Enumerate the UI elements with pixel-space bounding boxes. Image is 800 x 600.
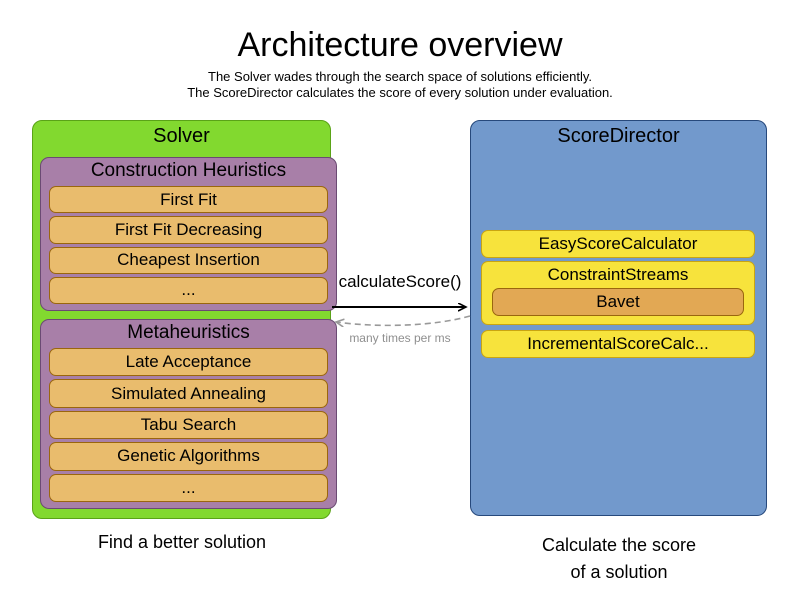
metaheuristic-item: Simulated Annealing [49,379,328,408]
scoredirector-caption: Calculate the score of a solution [470,532,768,586]
easy-score-calculator-item: EasyScoreCalculator [481,230,755,258]
constraint-streams-label: ConstraintStreams [547,265,689,284]
scoredirector-caption-line2: of a solution [570,562,668,582]
page-title: Architecture overview [237,26,563,64]
calculate-score-arrow-label: calculateScore() [338,272,462,291]
return-dashed-arrow [336,315,471,325]
heuristic-item: First Fit [49,186,328,214]
heuristic-item: Cheapest Insertion [49,246,328,274]
metaheuristic-item-ellipsis: ... [49,473,328,503]
incremental-score-calculator-item: IncrementalScoreCalc... [481,330,755,358]
solver-title: Solver [153,125,210,147]
metaheuristics-group: Metaheuristics Late Acceptance Simulated… [40,319,337,509]
subtitle-solver: The Solver wades through the search spac… [208,69,592,84]
scoredirector-title: ScoreDirector [557,125,680,147]
many-times-label: many times per ms [349,331,451,345]
constraint-streams-item: ConstraintStreams Bavet [481,261,755,325]
bavet-item: Bavet [492,288,744,316]
solver-box: Solver Construction Heuristics First Fit… [32,120,337,519]
heuristic-item: First Fit Decreasing [49,216,328,244]
subtitle-scoredirector: The ScoreDirector calculates the score o… [187,85,613,100]
arrows-graphic [332,298,471,343]
heuristic-item-ellipsis: ... [49,276,328,304]
metaheuristic-item: Genetic Algorithms [49,442,328,471]
metaheuristic-item: Late Acceptance [49,348,328,377]
scoredirector-box: ScoreDirector EasyScoreCalculator Constr… [470,120,767,516]
solver-caption: Find a better solution [97,532,267,552]
scoredirector-caption-line1: Calculate the score [541,535,697,555]
construction-heuristics-group: Construction Heuristics First Fit First … [40,157,337,311]
metaheuristic-item: Tabu Search [49,410,328,440]
construction-heuristics-title: Construction Heuristics [90,160,287,181]
metaheuristics-title: Metaheuristics [127,322,250,343]
